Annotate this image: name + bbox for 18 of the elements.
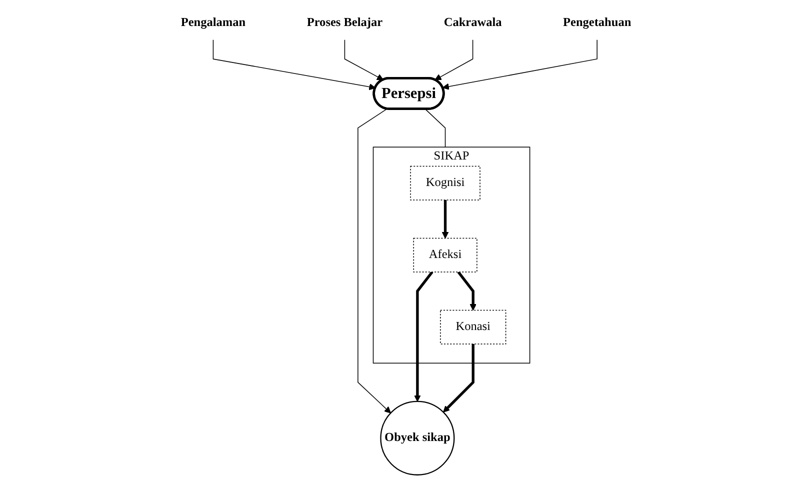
node-text: Proses Belajar [306, 16, 383, 30]
arrow [443, 344, 474, 412]
node-text: Pengetahuan [563, 16, 632, 30]
arrow [442, 200, 449, 239]
node-circle: Obyek sikap [380, 400, 455, 476]
arrow [344, 39, 384, 80]
arrow [442, 39, 598, 90]
arrow [212, 39, 376, 90]
node-box: Konasi [440, 310, 506, 344]
node-box: Kognisi [410, 166, 480, 200]
arrow [434, 39, 474, 80]
node-text: Cakrawala [444, 16, 502, 30]
node-text: Pengalaman [180, 16, 246, 30]
arrow [414, 271, 434, 402]
node-box: Afeksi [413, 238, 478, 272]
connector [424, 108, 446, 148]
arrow [457, 271, 476, 311]
arrow [358, 108, 391, 414]
